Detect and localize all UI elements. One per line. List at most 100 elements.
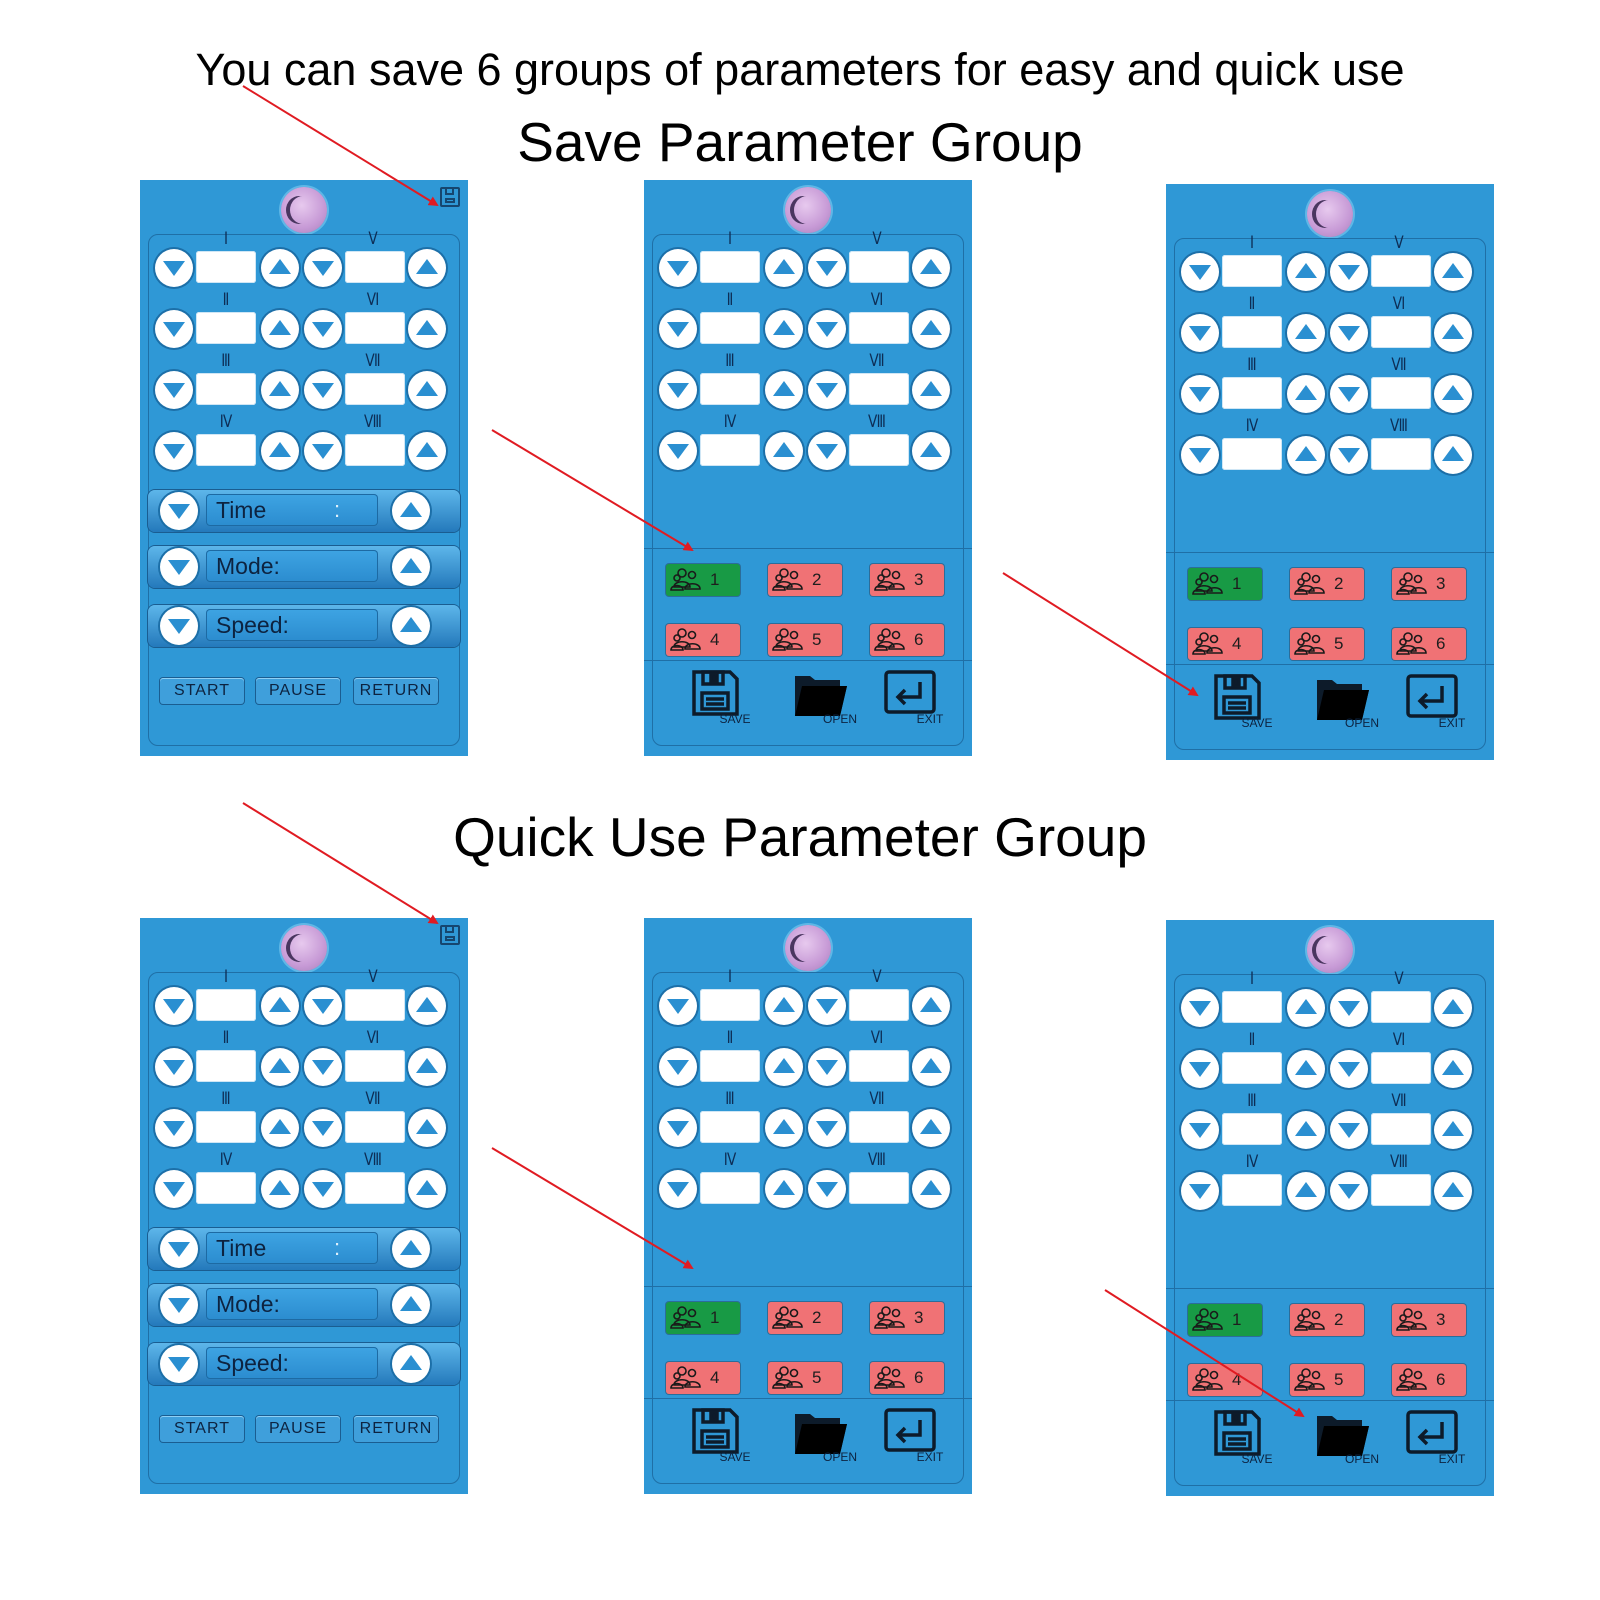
- channel-value-left[interactable]: [196, 373, 256, 405]
- channel-decrease-button-right[interactable]: [1330, 1111, 1368, 1149]
- channel-value-right[interactable]: [345, 1172, 405, 1204]
- channel-value-left[interactable]: [1222, 255, 1282, 287]
- channel-increase-button-right[interactable]: [408, 1170, 446, 1208]
- channel-decrease-button-right[interactable]: [808, 249, 846, 287]
- channel-increase-button-right[interactable]: [408, 987, 446, 1025]
- start-button[interactable]: START: [160, 678, 244, 704]
- mode-bar-increase-button[interactable]: [392, 548, 430, 586]
- channel-increase-button-left[interactable]: [765, 1109, 803, 1147]
- channel-decrease-button-left[interactable]: [1181, 1050, 1219, 1088]
- channel-value-left[interactable]: [1222, 1113, 1282, 1145]
- channel-increase-button-right[interactable]: [1434, 989, 1472, 1027]
- channel-decrease-button-left[interactable]: [155, 1109, 193, 1147]
- parameter-group-3-button[interactable]: 3: [870, 1302, 944, 1334]
- channel-decrease-button-right[interactable]: [808, 1048, 846, 1086]
- open-button[interactable]: [790, 664, 850, 724]
- channel-increase-button-left[interactable]: [765, 432, 803, 470]
- channel-increase-button-left[interactable]: [261, 1109, 299, 1147]
- channel-decrease-button-right[interactable]: [304, 1170, 342, 1208]
- open-button[interactable]: [1312, 1404, 1372, 1464]
- channel-increase-button-right[interactable]: [912, 371, 950, 409]
- parameter-group-4-button[interactable]: 4: [1188, 1364, 1262, 1396]
- save-button[interactable]: [685, 1402, 745, 1462]
- channel-value-right[interactable]: [849, 373, 909, 405]
- channel-decrease-button-left[interactable]: [659, 310, 697, 348]
- channel-value-right[interactable]: [345, 434, 405, 466]
- channel-value-right[interactable]: [849, 312, 909, 344]
- channel-decrease-button-right[interactable]: [1330, 436, 1368, 474]
- channel-value-right[interactable]: [1371, 255, 1431, 287]
- channel-value-left[interactable]: [1222, 438, 1282, 470]
- channel-increase-button-left[interactable]: [261, 432, 299, 470]
- channel-value-right[interactable]: [849, 1050, 909, 1082]
- channel-increase-button-left[interactable]: [765, 249, 803, 287]
- channel-value-right[interactable]: [345, 251, 405, 283]
- parameter-group-1-button[interactable]: 1: [1188, 568, 1262, 600]
- parameter-group-5-button[interactable]: 5: [768, 1362, 842, 1394]
- channel-increase-button-right[interactable]: [1434, 1111, 1472, 1149]
- channel-value-left[interactable]: [196, 989, 256, 1021]
- parameter-group-1-button[interactable]: 1: [1188, 1304, 1262, 1336]
- parameter-group-4-button[interactable]: 4: [666, 624, 740, 656]
- channel-decrease-button-right[interactable]: [808, 310, 846, 348]
- channel-decrease-button-right[interactable]: [1330, 253, 1368, 291]
- channel-value-right[interactable]: [345, 373, 405, 405]
- speed-bar-decrease-button[interactable]: [160, 607, 198, 645]
- channel-decrease-button-left[interactable]: [155, 1170, 193, 1208]
- channel-increase-button-left[interactable]: [261, 249, 299, 287]
- open-button[interactable]: [790, 1402, 850, 1462]
- channel-increase-button-right[interactable]: [912, 310, 950, 348]
- mode-bar-decrease-button[interactable]: [160, 1286, 198, 1324]
- channel-increase-button-right[interactable]: [1434, 253, 1472, 291]
- channel-increase-button-right[interactable]: [408, 371, 446, 409]
- channel-value-right[interactable]: [849, 434, 909, 466]
- channel-increase-button-left[interactable]: [1287, 1172, 1325, 1210]
- channel-decrease-button-right[interactable]: [808, 1170, 846, 1208]
- parameter-group-6-button[interactable]: 6: [870, 624, 944, 656]
- channel-decrease-button-right[interactable]: [808, 432, 846, 470]
- channel-decrease-button-right[interactable]: [1330, 375, 1368, 413]
- channel-increase-button-right[interactable]: [408, 1048, 446, 1086]
- channel-decrease-button-left[interactable]: [659, 1109, 697, 1147]
- exit-button[interactable]: [1402, 1404, 1462, 1464]
- channel-increase-button-right[interactable]: [408, 1109, 446, 1147]
- parameter-group-1-button[interactable]: 1: [666, 564, 740, 596]
- time-bar-increase-button[interactable]: [392, 492, 430, 530]
- channel-increase-button-left[interactable]: [765, 310, 803, 348]
- parameter-group-1-button[interactable]: 1: [666, 1302, 740, 1334]
- parameter-group-3-button[interactable]: 3: [1392, 1304, 1466, 1336]
- channel-value-left[interactable]: [1222, 377, 1282, 409]
- speed-bar-increase-button[interactable]: [392, 1345, 430, 1383]
- channel-value-right[interactable]: [345, 1111, 405, 1143]
- save-button[interactable]: [1207, 668, 1267, 728]
- channel-value-right[interactable]: [345, 312, 405, 344]
- time-bar-decrease-button[interactable]: [160, 1230, 198, 1268]
- parameter-group-5-button[interactable]: 5: [1290, 628, 1364, 660]
- channel-increase-button-right[interactable]: [912, 987, 950, 1025]
- parameter-group-2-button[interactable]: 2: [768, 564, 842, 596]
- parameter-group-6-button[interactable]: 6: [1392, 1364, 1466, 1396]
- channel-increase-button-left[interactable]: [765, 1048, 803, 1086]
- channel-increase-button-right[interactable]: [408, 432, 446, 470]
- channel-decrease-button-right[interactable]: [304, 310, 342, 348]
- parameter-group-2-button[interactable]: 2: [1290, 568, 1364, 600]
- parameter-group-5-button[interactable]: 5: [768, 624, 842, 656]
- time-bar-increase-button[interactable]: [392, 1230, 430, 1268]
- channel-value-left[interactable]: [1222, 991, 1282, 1023]
- channel-decrease-button-right[interactable]: [304, 987, 342, 1025]
- channel-increase-button-left[interactable]: [765, 1170, 803, 1208]
- channel-increase-button-left[interactable]: [1287, 989, 1325, 1027]
- channel-value-left[interactable]: [700, 1111, 760, 1143]
- parameter-group-6-button[interactable]: 6: [1392, 628, 1466, 660]
- channel-decrease-button-left[interactable]: [155, 432, 193, 470]
- exit-button[interactable]: [880, 1402, 940, 1462]
- channel-increase-button-left[interactable]: [261, 1170, 299, 1208]
- channel-decrease-button-left[interactable]: [155, 987, 193, 1025]
- channel-value-left[interactable]: [196, 434, 256, 466]
- channel-value-left[interactable]: [1222, 1052, 1282, 1084]
- channel-decrease-button-left[interactable]: [659, 987, 697, 1025]
- channel-decrease-button-left[interactable]: [659, 1170, 697, 1208]
- channel-increase-button-left[interactable]: [1287, 1111, 1325, 1149]
- channel-value-left[interactable]: [196, 1111, 256, 1143]
- channel-increase-button-left[interactable]: [261, 1048, 299, 1086]
